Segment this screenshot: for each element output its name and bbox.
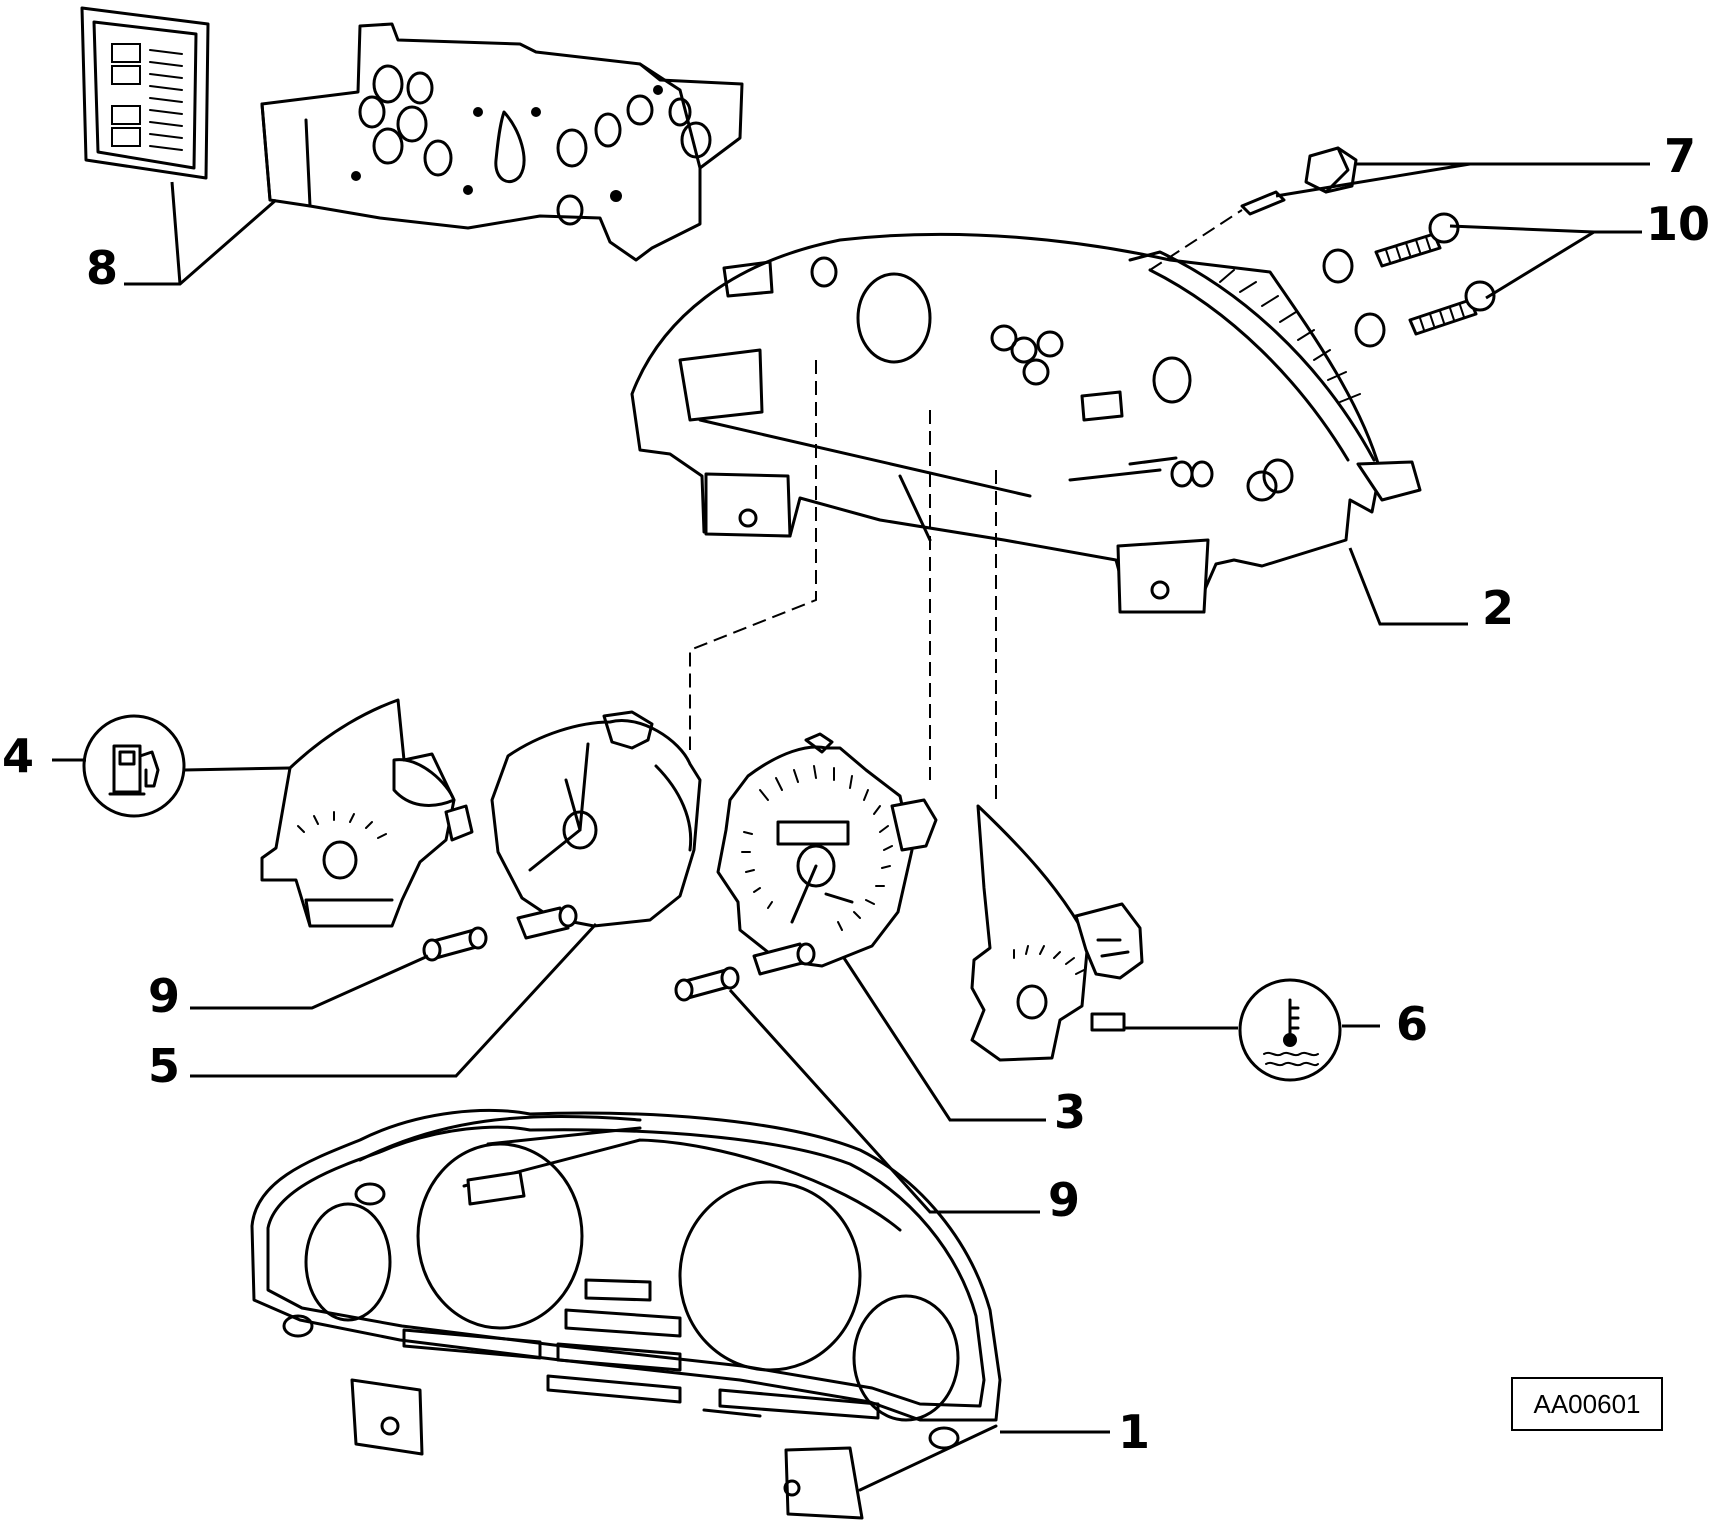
part-3-speedometer (716, 732, 938, 976)
part-4-fuel-gauge (260, 698, 474, 928)
callout-5: 5 (148, 1039, 180, 1093)
fuel-pump-icon (82, 714, 186, 818)
coolant-temperature-icon (1238, 978, 1342, 1082)
reference-code-box: AA00601 (1511, 1377, 1663, 1431)
callout-3: 3 (1054, 1085, 1086, 1139)
assembly-guide-lines (689, 360, 997, 800)
callout-10: 10 (1646, 197, 1710, 251)
part-7-bulb-holder (1149, 146, 1358, 271)
callout-9-lower: 9 (1048, 1173, 1080, 1227)
part-6-temperature-gauge (970, 804, 1144, 1062)
callout-6: 6 (1396, 997, 1428, 1051)
part-2-rear-housing (630, 232, 1422, 614)
part-5-gauge (490, 710, 702, 940)
part-9-bulbs (422, 926, 740, 1002)
reference-code: AA00601 (1534, 1389, 1641, 1419)
part-1-front-bezel (250, 1108, 1002, 1520)
part-8-printed-circuit (80, 6, 744, 262)
callout-2: 2 (1482, 581, 1514, 635)
callout-4: 4 (2, 729, 34, 783)
callout-1: 1 (1118, 1405, 1150, 1459)
part-10-screws (1322, 212, 1496, 348)
callout-8: 8 (86, 241, 118, 295)
callout-7: 7 (1664, 129, 1696, 183)
callout-9-upper: 9 (148, 969, 180, 1023)
callout-leaders (52, 162, 1650, 1434)
